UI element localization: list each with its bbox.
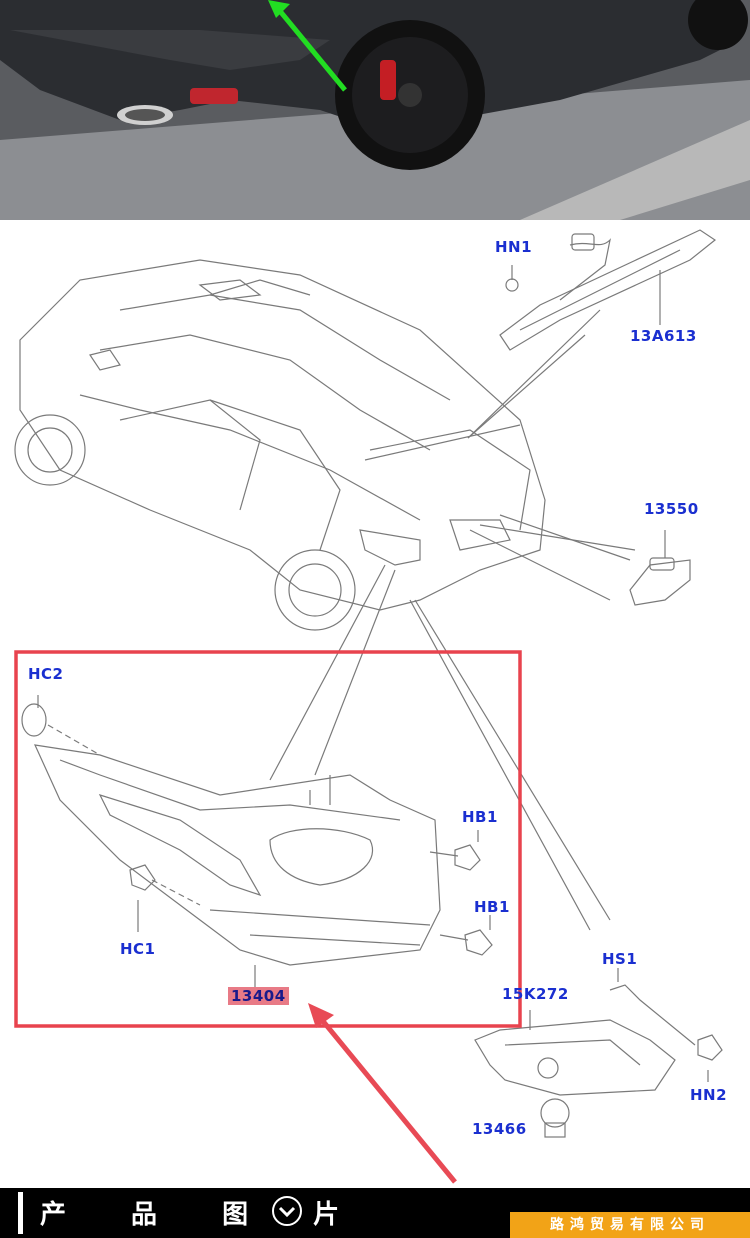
- label-13404: 13404: [228, 987, 289, 1005]
- footer-accent-bar: [18, 1192, 23, 1234]
- label-13a613: 13A613: [630, 327, 697, 345]
- label-hs1: HS1: [602, 950, 638, 968]
- label-15k272: 15K272: [502, 985, 569, 1003]
- parts-diagram: HN1 13A613 13550 HC2 HB1 HB1 HC1 13404 H…: [0, 220, 750, 1188]
- car-rear-photo: [0, 0, 750, 220]
- label-13550: 13550: [644, 500, 699, 518]
- label-hn1: HN1: [495, 238, 533, 256]
- label-hc1: HC1: [120, 940, 156, 958]
- footer-title: 产 品 图 片: [40, 1200, 368, 1230]
- highlight-box-13404: [14, 650, 522, 1028]
- check-circle-icon: [272, 1196, 302, 1226]
- label-hc2: HC2: [28, 665, 64, 683]
- footer-banner: 产 品 图 片 路鸿贸易有限公司: [0, 1188, 750, 1238]
- label-hb1-top: HB1: [462, 808, 498, 826]
- car-photo-illustration: [0, 0, 750, 220]
- parts-line-drawing: [14, 229, 723, 1184]
- label-13466: 13466: [472, 1120, 527, 1138]
- label-hb1-bottom: HB1: [474, 898, 510, 916]
- company-name: 路鸿贸易有限公司: [510, 1212, 750, 1238]
- label-hn2: HN2: [690, 1086, 728, 1104]
